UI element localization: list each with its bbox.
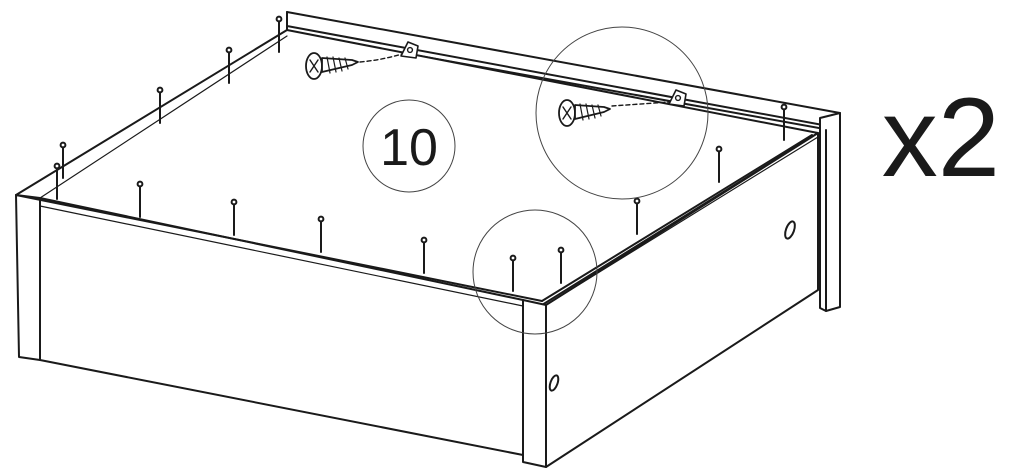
nail-icon [715,145,723,183]
detail-callouts [472,26,709,335]
back-panel [286,11,841,312]
nail-icon [420,236,428,274]
callout-circle-top [535,26,709,200]
nail-icon [59,141,67,179]
nail-icon [633,197,641,235]
bracket-right [611,89,687,107]
step-circle [362,99,456,193]
nail-icon [53,162,61,200]
callout-circle-bottom [472,209,598,335]
nail-icon [230,198,238,236]
nail-icon [275,15,283,53]
screw-right [558,99,611,127]
dowel-hole [784,220,796,240]
bracket-icon [400,41,419,59]
nail-icon [136,180,144,218]
screw-left [305,52,359,80]
screw-icon [305,52,359,80]
step-badge: 10 [362,99,456,193]
nail-icon [557,246,565,284]
screw-icon [558,99,611,127]
bracket-left [359,41,419,63]
dowel-hole [548,374,560,392]
nail-icon [317,215,325,253]
nail-icon [156,86,164,124]
quantity-multiplier: x2 [882,75,1000,200]
nail-icon [780,103,788,141]
front-panel [15,194,547,468]
nail-icon [509,254,517,292]
bracket-icon [668,89,687,107]
nails [53,15,788,292]
side-panel [541,132,819,468]
step-number: 10 [380,119,438,177]
nail-icon [225,46,233,84]
